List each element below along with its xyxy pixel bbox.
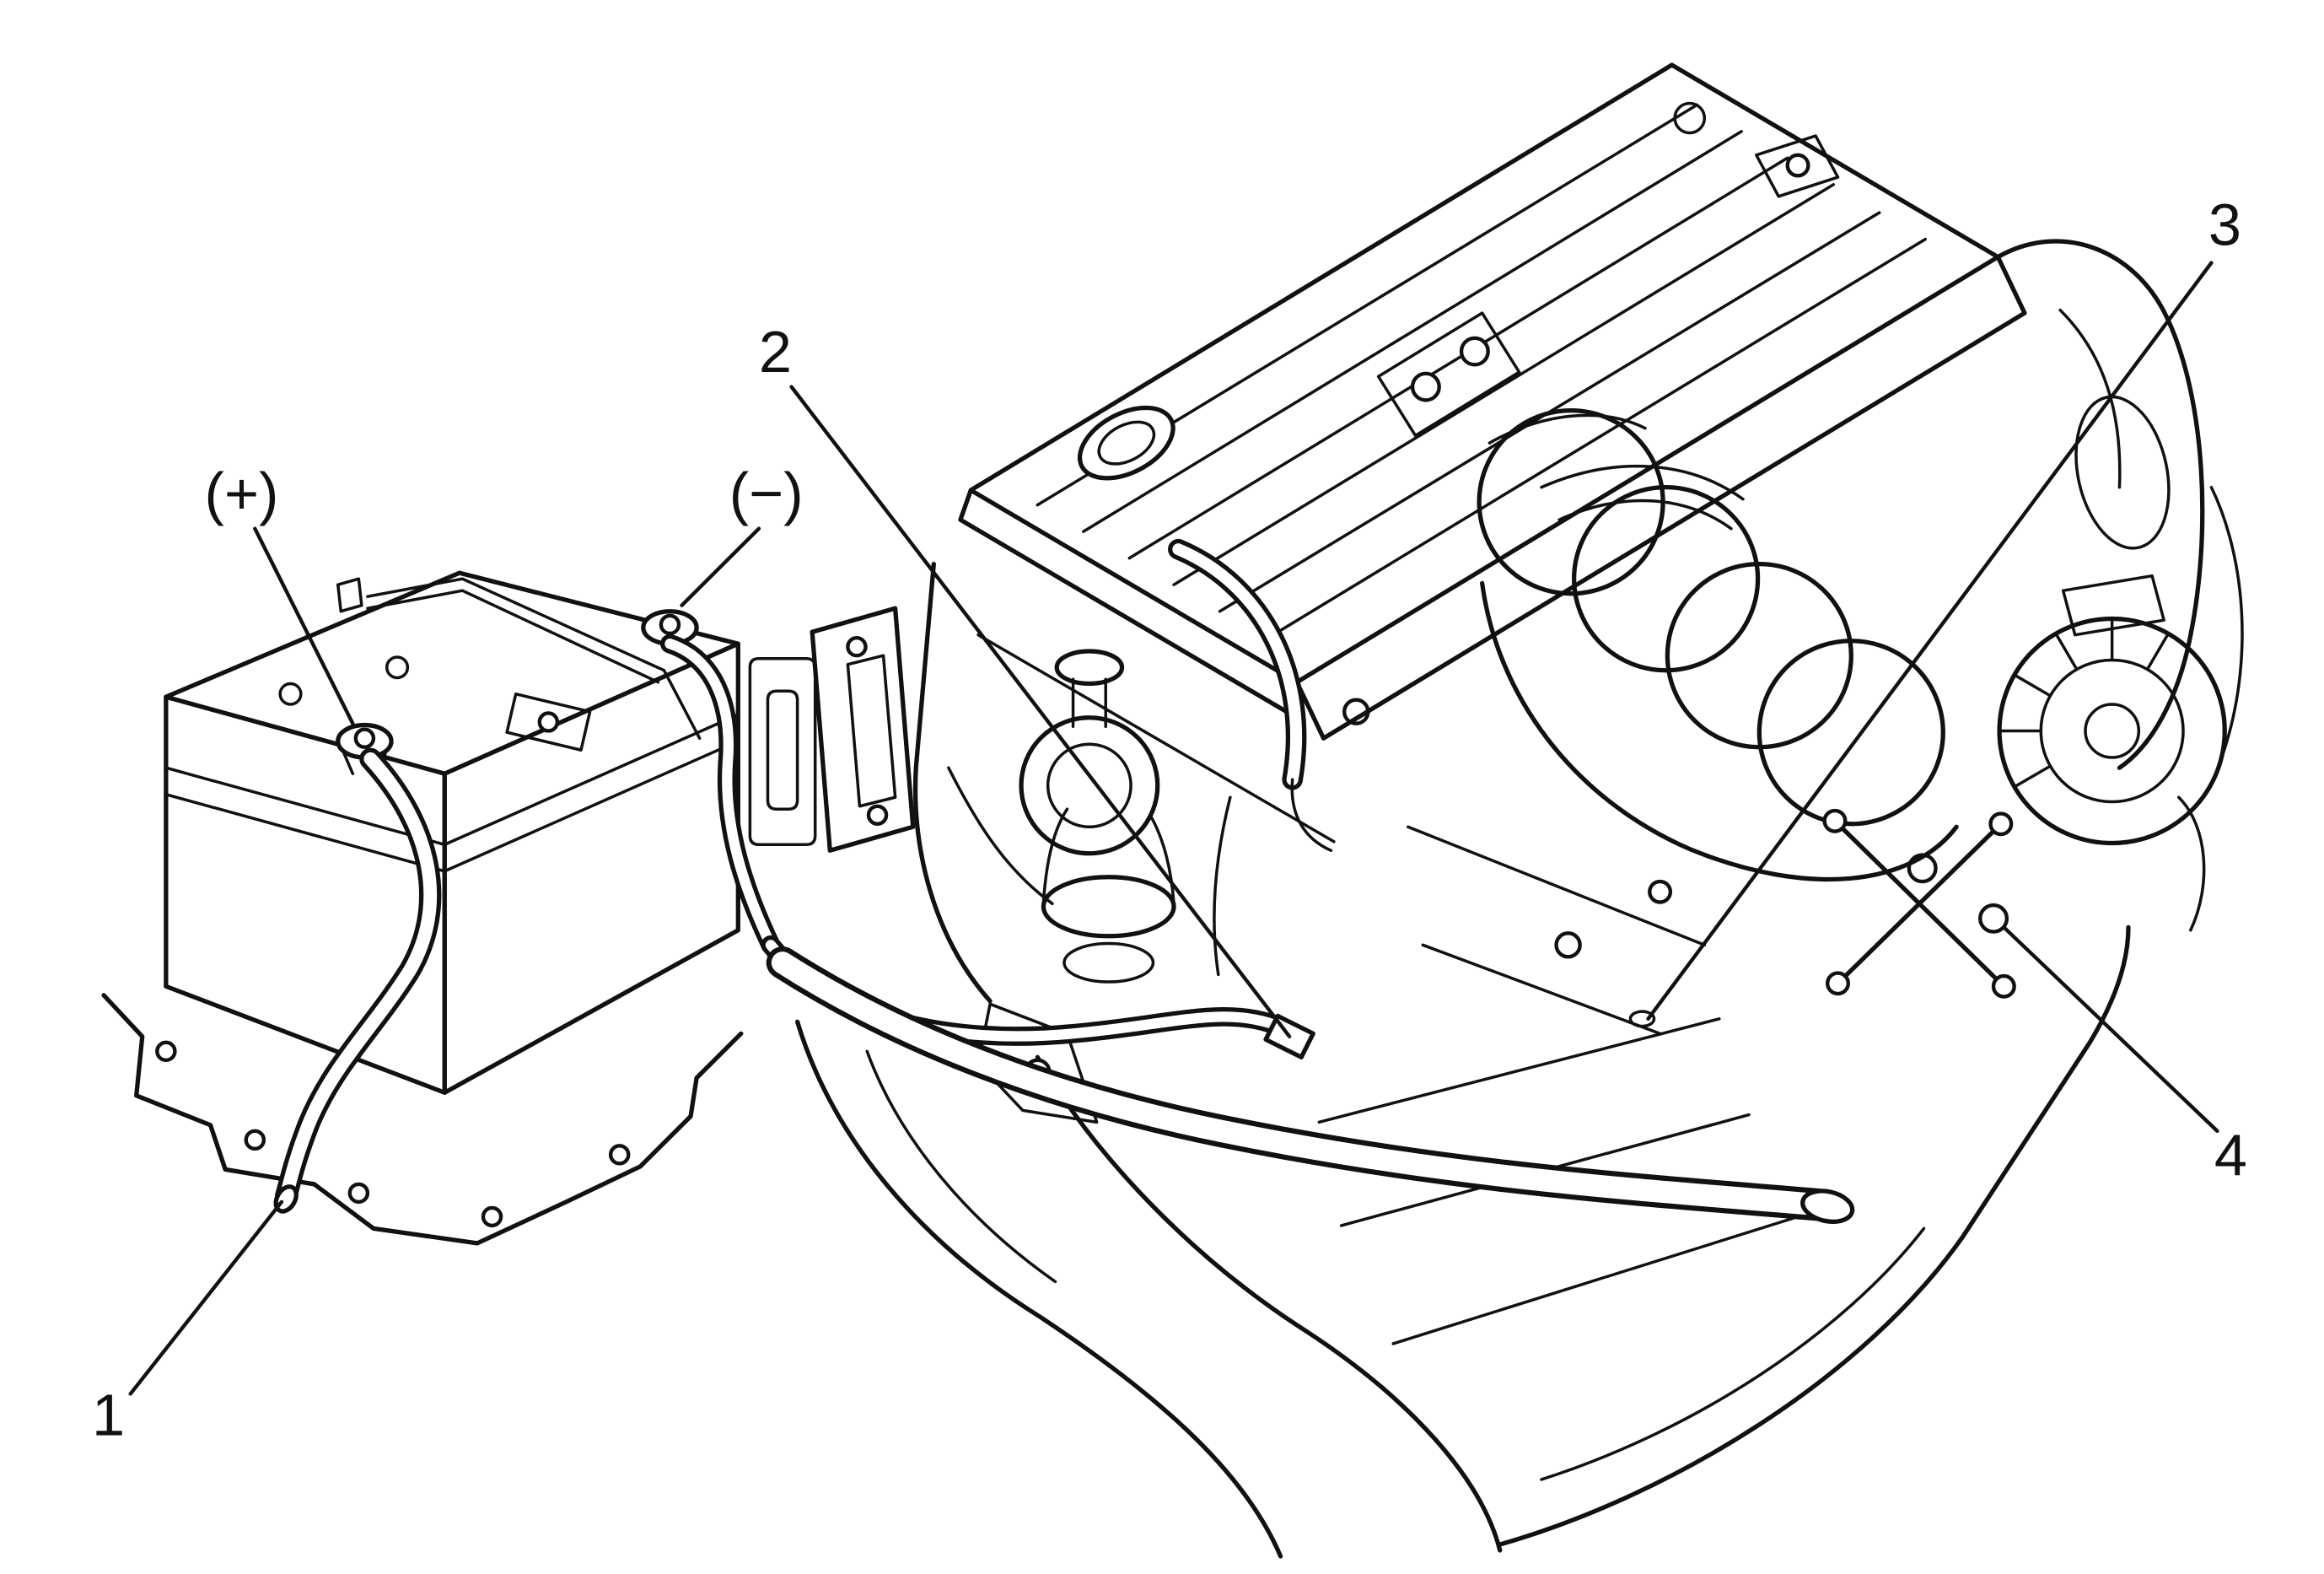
callout-2-leader — [789, 385, 1292, 1039]
battery-cables — [273, 633, 1855, 1224]
callouts: (+) (−) 2 3 4 1 — [92, 191, 2247, 1448]
callout-3-leader — [1646, 261, 2214, 1021]
battery-front-right — [442, 641, 740, 1095]
positive-battery-cable — [273, 747, 442, 1214]
valve-cover — [958, 62, 2027, 741]
battery-vent-post — [336, 577, 363, 613]
callout-positive-leader — [253, 526, 355, 725]
callout-1-leader — [128, 1199, 284, 1396]
intake-manifold — [1477, 408, 1959, 882]
callout-negative-leader — [680, 526, 761, 607]
alternator-bolt — [1978, 903, 2009, 934]
engine-mount-bracket — [810, 562, 1336, 1004]
lower-harness-tube — [766, 946, 1855, 1224]
positive-terminal — [336, 722, 394, 775]
negative-terminal — [641, 609, 699, 646]
engine-illustration — [794, 62, 2244, 1559]
battery-holddown-rod — [366, 577, 702, 752]
positive-label: (+) — [205, 460, 279, 526]
coil-cover-plate — [1376, 311, 1521, 438]
negative-label: (−) — [729, 460, 804, 526]
callout-1-label: 1 — [92, 1382, 125, 1448]
engine-bell-housing — [1498, 924, 2131, 1547]
engine-front-cover — [794, 1019, 1503, 1559]
battery-side-bracket — [748, 656, 817, 847]
timing-cover — [1995, 239, 2244, 932]
callout-2-label: 2 — [759, 318, 792, 385]
upper-hose — [1168, 538, 1333, 853]
cam-sensor — [1755, 134, 1840, 198]
tube-open-end — [1800, 1189, 1855, 1224]
callout-4-leader — [2002, 925, 2219, 1134]
hose-clamp — [1628, 1010, 1656, 1028]
alternator — [1978, 574, 2227, 934]
egr-valve — [1019, 649, 1176, 984]
battery — [164, 570, 817, 1095]
callout-4-label: 4 — [2214, 1122, 2247, 1189]
x-brace-bracket — [1628, 808, 2016, 1028]
callout-3-label: 3 — [2208, 191, 2241, 258]
battery-tray — [101, 993, 744, 1246]
